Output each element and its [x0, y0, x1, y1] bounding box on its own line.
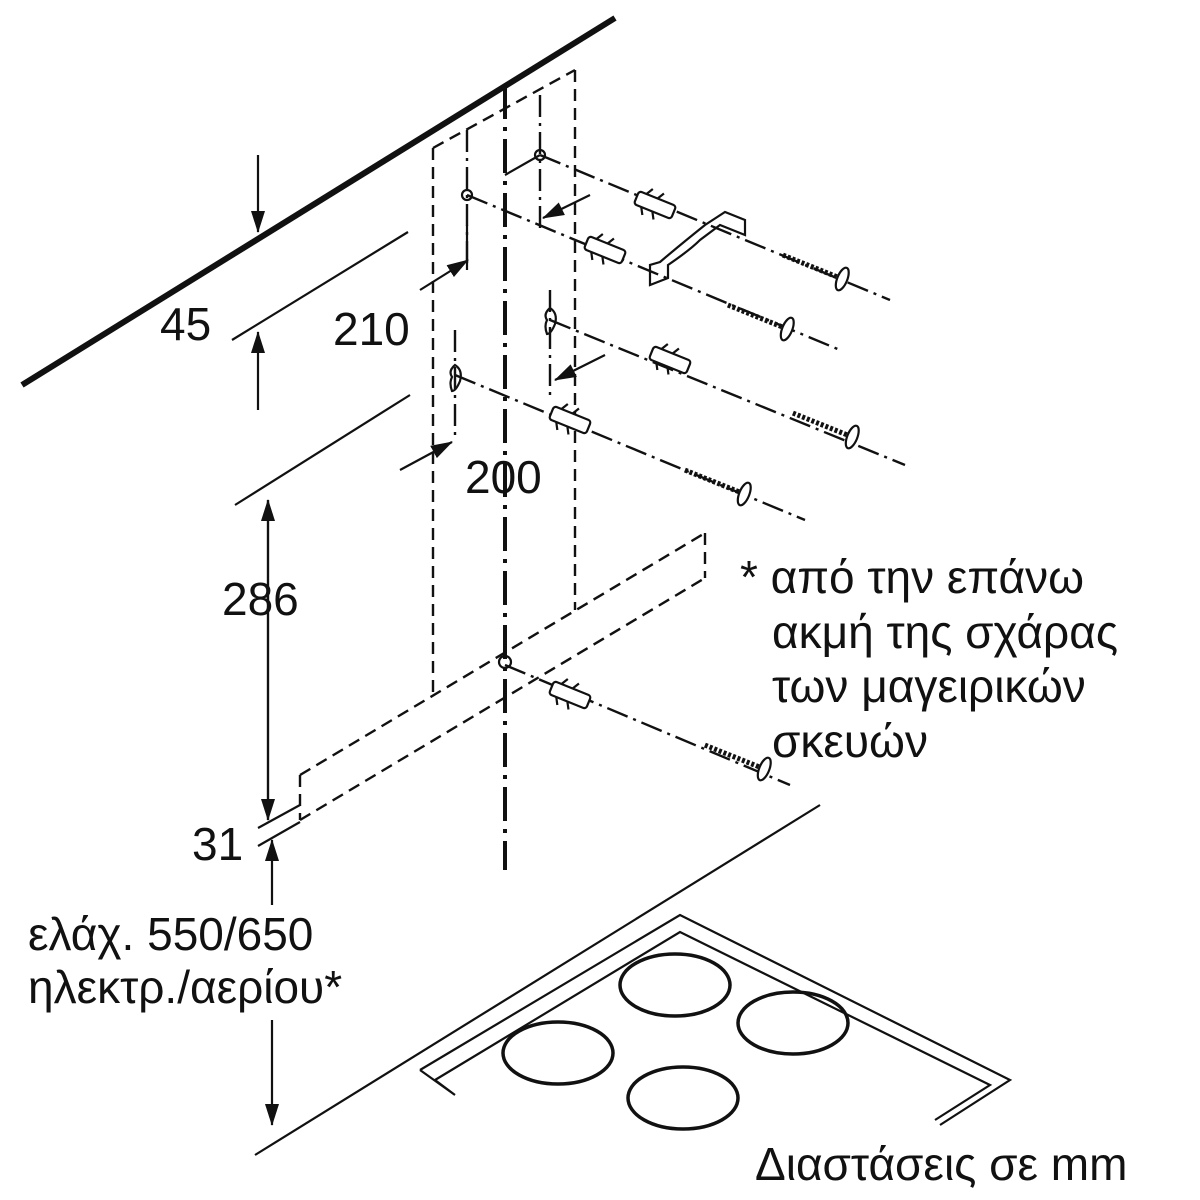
dimension-45: [231, 155, 409, 410]
keyhole-slot: [449, 363, 462, 393]
label-286: 286: [222, 573, 299, 625]
label-210: 210: [333, 303, 410, 355]
dimension-210: [419, 194, 591, 291]
cooktop: [254, 804, 1013, 1156]
label-31: 31: [192, 818, 243, 870]
label-45: 45: [160, 298, 211, 350]
footnote-line1: * από την επάνω: [740, 551, 1084, 603]
wall-plugs: [548, 188, 692, 710]
label-200: 200: [465, 451, 542, 503]
burner: [618, 952, 732, 1018]
footnote-line3: των μαγειρικών: [772, 660, 1086, 712]
min-height-line2: ηλεκτρ./αερίου*: [28, 961, 342, 1013]
dimension-200: [234, 354, 606, 506]
keyhole-slot: [544, 306, 557, 336]
rail-outline: [298, 531, 707, 822]
wall-edge: [20, 15, 617, 388]
min-height-line1: ελάχ. 550/650: [28, 908, 313, 960]
dimension-286: [257, 499, 301, 847]
burner: [626, 1065, 740, 1131]
units-caption: Διαστάσεις σε mm: [755, 1138, 1127, 1190]
footnote-line2: ακμή της σχάρας: [772, 606, 1118, 658]
footnote-line4: σκευών: [772, 715, 928, 767]
burner: [736, 990, 850, 1056]
burner: [501, 1020, 615, 1086]
mounting-bracket: [648, 210, 747, 287]
